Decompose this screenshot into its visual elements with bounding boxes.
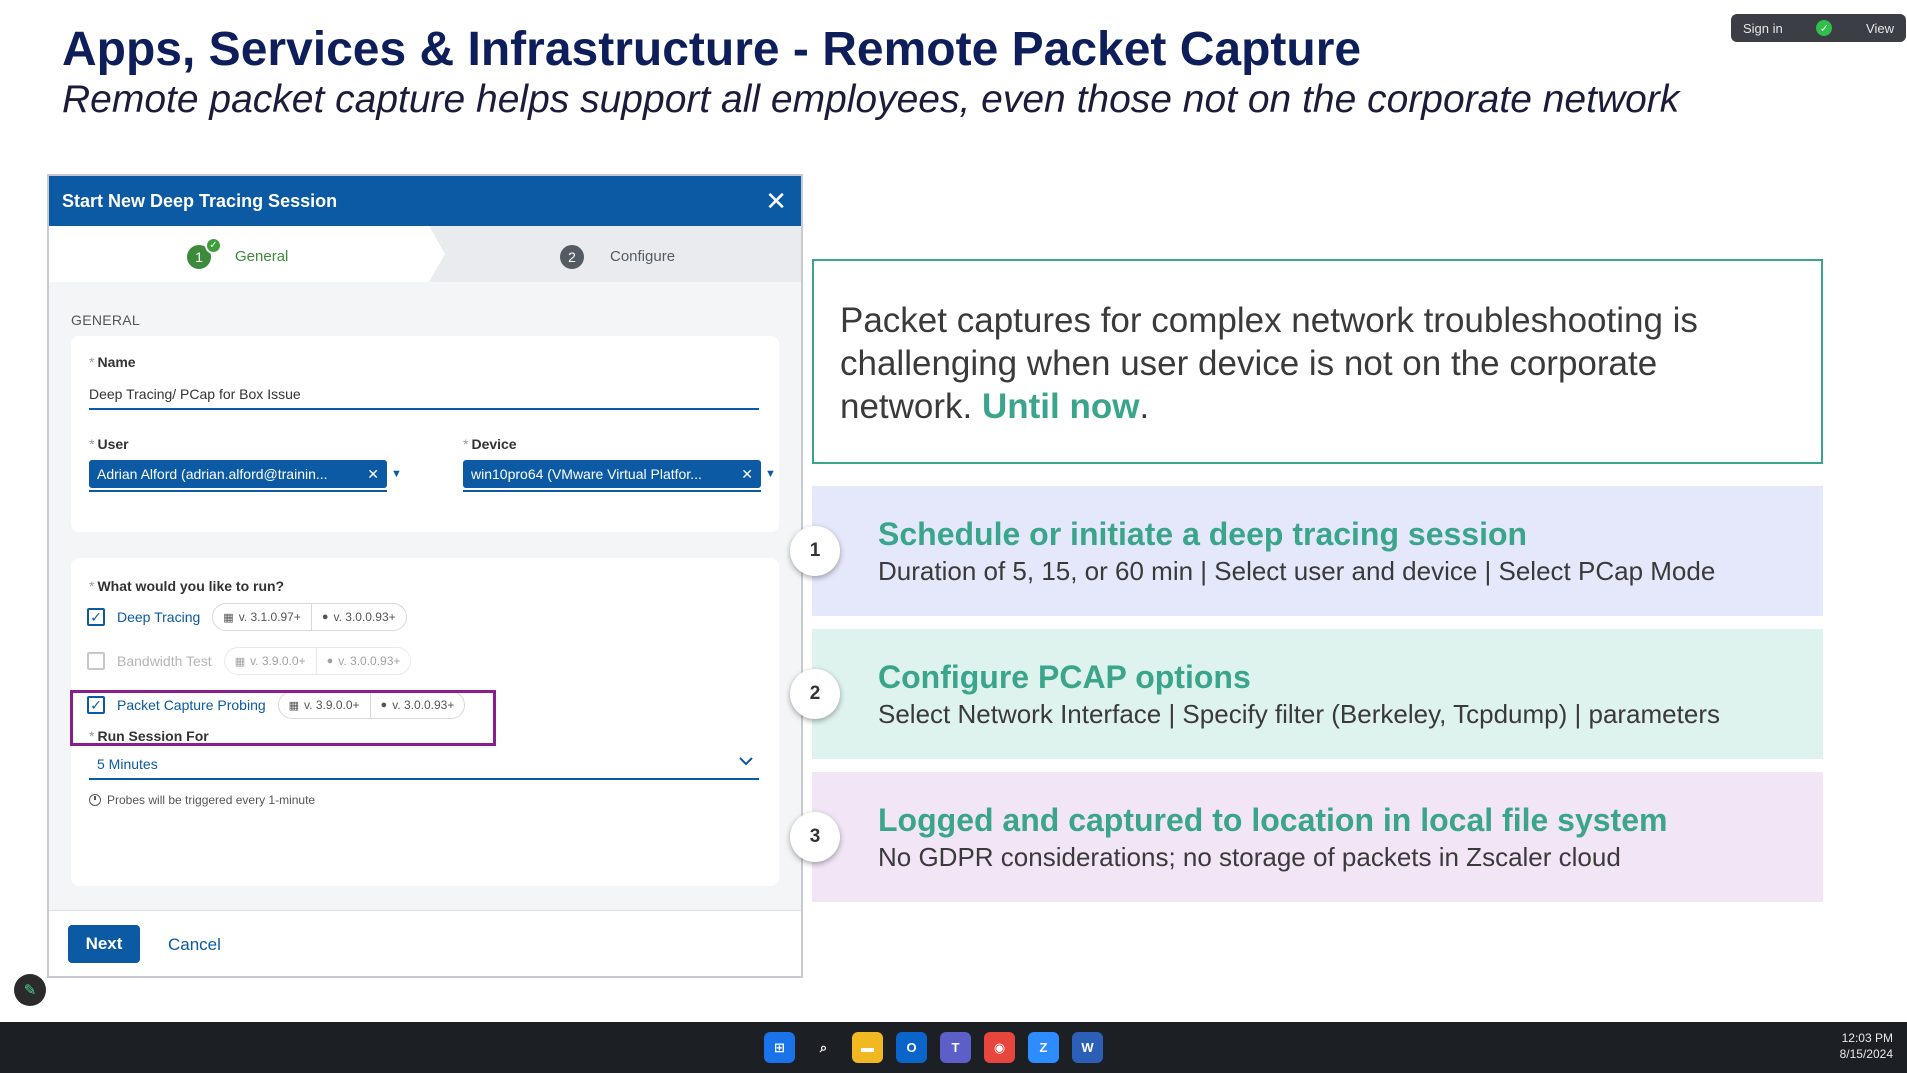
dialog-footer: Next Cancel [49, 910, 801, 976]
sign-in-button[interactable]: Sign in [1743, 20, 1783, 36]
name-input[interactable]: Deep Tracing/ PCap for Box Issue [89, 380, 759, 410]
step-band-2: Configure PCAP options Select Network In… [812, 629, 1823, 759]
remove-device-icon[interactable]: ✕ [741, 465, 753, 482]
cancel-button[interactable]: Cancel [168, 935, 221, 954]
clock-date: 8/15/2024 [1839, 1047, 1893, 1061]
check-icon: ✓ [1816, 20, 1833, 36]
step-2-number: 2 [560, 245, 584, 269]
step-complete-icon: ✓ [205, 237, 222, 254]
windows-icon: ▦ [223, 611, 234, 624]
taskbar-clock[interactable]: 12:03 PM 8/15/2024 [1840, 1030, 1893, 1062]
device-chip[interactable]: win10pro64 (VMware Virtual Platfor... ✕ [463, 460, 761, 488]
step-number-badge: 1 [790, 526, 840, 576]
device-dropdown-icon[interactable]: ▼ [765, 468, 776, 480]
user-label: *User [89, 436, 129, 452]
option-label: Deep Tracing [117, 609, 201, 625]
run-question-label: *What would you like to run? [89, 578, 285, 594]
file-explorer-icon[interactable]: ▬ [852, 1032, 883, 1063]
apple-icon: ● [326, 655, 334, 667]
slide-title: Apps, Services & Infrastructure - Remote… [62, 23, 1362, 76]
run-session-label: *Run Session For [89, 728, 209, 744]
deep-tracing-dialog: Start New Deep Tracing Session ✕ 1 ✓ Gen… [47, 174, 803, 978]
dialog-header: Start New Deep Tracing Session ✕ [49, 176, 801, 226]
windows-version: ▦v. 3.9.0.0+ [288, 698, 360, 712]
option-label: Bandwidth Test [117, 653, 212, 669]
step-general-tab[interactable] [49, 226, 445, 282]
option-deep-tracing[interactable]: ✓ Deep Tracing ▦v. 3.1.0.97+ ●v. 3.0.0.9… [87, 602, 407, 632]
outlook-icon[interactable]: O [896, 1032, 927, 1063]
version-badges: ▦v. 3.1.0.97+ ●v. 3.0.0.93+ [212, 603, 407, 631]
band-title: Logged and captured to location in local… [878, 802, 1668, 838]
user-underline [89, 490, 387, 492]
user-chip-label: Adrian Alford (adrian.alford@trainin... [97, 466, 328, 482]
mac-version: ●v. 3.0.0.93+ [369, 692, 465, 718]
band-title: Schedule or initiate a deep tracing sess… [878, 516, 1528, 552]
step-number-badge: 2 [790, 669, 840, 719]
chevron-down-icon[interactable] [737, 752, 755, 770]
presentation-toolbar: Sign in ✓ View [1731, 14, 1906, 42]
step-band-1: Schedule or initiate a deep tracing sess… [812, 486, 1823, 616]
dialog-title: Start New Deep Tracing Session [62, 190, 338, 211]
taskbar-icons: ⊞ ⌕ ▬ O T ◉ Z W [764, 1032, 1103, 1063]
pencil-icon[interactable]: ✎ [14, 974, 46, 1006]
version-badges: ▦v. 3.9.0.0+ ●v. 3.0.0.93+ [277, 691, 466, 719]
clock-icon [89, 794, 101, 806]
run-options-card: *What would you like to run? ✓ Deep Trac… [71, 558, 779, 886]
option-packet-capture-probing[interactable]: ✓ Packet Capture Probing ▦v. 3.9.0.0+ ●v… [87, 690, 466, 720]
apple-icon: ● [321, 611, 329, 623]
device-chip-label: win10pro64 (VMware Virtual Platfor... [471, 466, 702, 482]
step-band-3: Logged and captured to location in local… [812, 772, 1823, 902]
option-bandwidth-test: Bandwidth Test ▦v. 3.9.0.0+ ●v. 3.0.0.93… [87, 646, 412, 676]
run-session-select[interactable]: 5 Minutes [89, 748, 759, 780]
windows-version: ▦v. 3.9.0.0+ [234, 654, 306, 668]
run-session-hint: Probes will be triggered every 1-minute [89, 793, 315, 807]
band-text: No GDPR considerations; no storage of pa… [878, 842, 1621, 872]
general-card: *Name Deep Tracing/ PCap for Box Issue *… [71, 336, 779, 532]
device-label: *Device [463, 436, 517, 452]
windows-version: ▦v. 3.1.0.97+ [223, 610, 301, 624]
info-text: Packet captures for complex network trou… [840, 301, 1698, 426]
wizard-steps: 1 ✓ General 2 Configure [49, 226, 801, 282]
windows-start-icon[interactable]: ⊞ [764, 1032, 795, 1063]
device-underline [463, 490, 761, 492]
step-configure-label[interactable]: Configure [610, 248, 676, 265]
word-icon[interactable]: W [1072, 1032, 1103, 1063]
next-button[interactable]: Next [68, 925, 140, 963]
view-button[interactable]: View [1866, 20, 1894, 36]
run-session-value: 5 Minutes [97, 756, 158, 772]
close-icon[interactable]: ✕ [765, 186, 787, 216]
chrome-icon[interactable]: ◉ [984, 1032, 1015, 1063]
search-icon[interactable]: ⌕ [819, 1039, 828, 1055]
deep-tracing-checkbox[interactable]: ✓ [87, 608, 105, 626]
slide-subtitle: Remote packet capture helps support all … [62, 78, 1680, 121]
user-dropdown-icon[interactable]: ▼ [391, 468, 402, 480]
zoom-icon[interactable]: Z [1028, 1032, 1059, 1063]
band-text: Select Network Interface | Specify filte… [878, 699, 1720, 729]
windows-icon: ▦ [288, 699, 300, 712]
packet-capture-checkbox[interactable]: ✓ [87, 696, 105, 714]
info-box: Packet captures for complex network trou… [812, 259, 1823, 464]
version-badges: ▦v. 3.9.0.0+ ●v. 3.0.0.93+ [223, 647, 412, 675]
windows-icon: ▦ [234, 655, 246, 668]
band-text: Duration of 5, 15, or 60 min | Select us… [878, 556, 1716, 586]
section-label: GENERAL [71, 312, 141, 328]
mac-version: ●v. 3.0.0.93+ [310, 604, 406, 630]
mac-version: ●v. 3.0.0.93+ [315, 648, 411, 674]
band-title: Configure PCAP options [878, 659, 1251, 695]
bandwidth-test-checkbox [87, 652, 105, 670]
teams-icon[interactable]: T [940, 1032, 971, 1063]
clock-time: 12:03 PM [1841, 1031, 1893, 1045]
info-accent: Until now [982, 387, 1140, 426]
user-chip[interactable]: Adrian Alford (adrian.alford@trainin... … [89, 460, 387, 488]
info-text-end: . [1139, 387, 1150, 426]
option-label: Packet Capture Probing [117, 697, 266, 713]
name-label: *Name [89, 354, 136, 370]
remove-user-icon[interactable]: ✕ [367, 465, 379, 482]
step-number-badge: 3 [790, 812, 840, 862]
taskbar: ⊞ ⌕ ▬ O T ◉ Z W 12:03 PM 8/15/2024 [0, 1022, 1907, 1073]
step-general-label: General [235, 248, 289, 265]
apple-icon: ● [380, 699, 388, 711]
